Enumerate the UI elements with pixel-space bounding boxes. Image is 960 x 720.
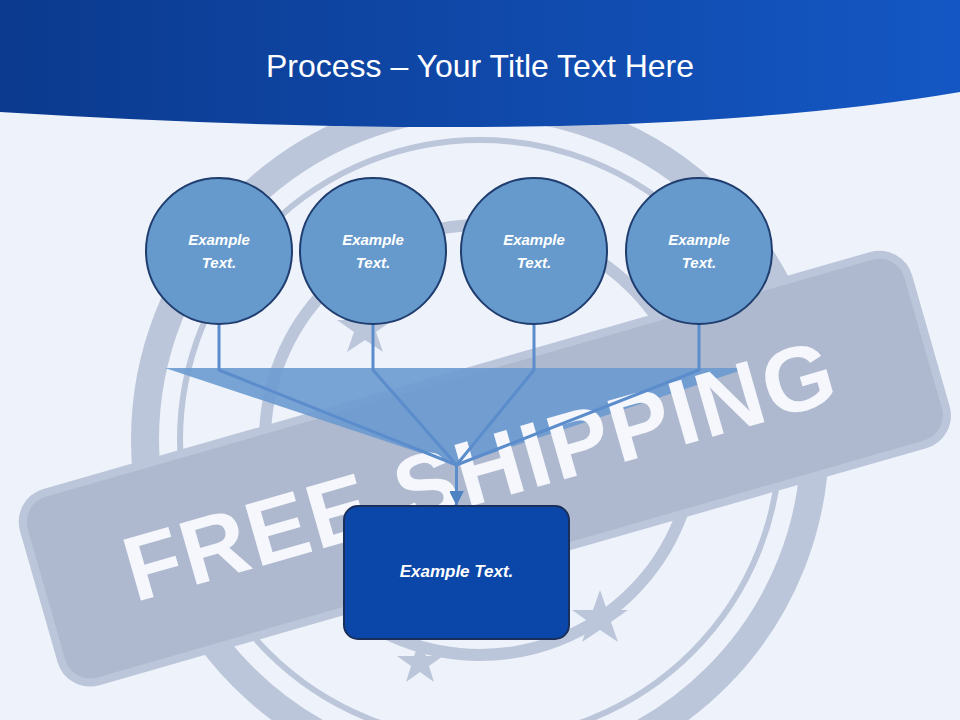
header-band bbox=[0, 0, 960, 127]
process-circle: Example Text. bbox=[299, 177, 447, 325]
node-content: Example Text. bbox=[343, 505, 570, 640]
circle-shape bbox=[300, 178, 446, 324]
node-label: Example Text. bbox=[658, 228, 740, 275]
free-shipping-stamp bbox=[16, 105, 954, 720]
node-label: Example Text. bbox=[400, 559, 514, 585]
node-label: Example Text. bbox=[493, 228, 575, 275]
merge-connector bbox=[457, 325, 700, 505]
node-content: Example Text. bbox=[299, 177, 447, 325]
circle-shape bbox=[461, 178, 607, 324]
box-shape bbox=[344, 506, 569, 639]
title-bar: Process – Your Title Text Here bbox=[0, 48, 960, 85]
node-label: Example Text. bbox=[332, 228, 414, 275]
process-circle: Example Text. bbox=[145, 177, 293, 325]
circle-outline bbox=[625, 177, 773, 325]
process-circle: Example Text. bbox=[625, 177, 773, 325]
node-label: Example Text. bbox=[178, 228, 260, 275]
slide-title: Process – Your Title Text Here bbox=[266, 48, 694, 84]
node-content: Example Text. bbox=[460, 177, 608, 325]
result-box: Example Text. bbox=[343, 505, 570, 640]
merge-connector bbox=[373, 325, 457, 505]
node-content: Example Text. bbox=[625, 177, 773, 325]
process-circle: Example Text. bbox=[460, 177, 608, 325]
circle-outline bbox=[145, 177, 293, 325]
merge-connector bbox=[457, 325, 535, 505]
merge-connector bbox=[219, 325, 457, 505]
circle-shape bbox=[626, 178, 772, 324]
circle-outline bbox=[460, 177, 608, 325]
node-content: Example Text. bbox=[145, 177, 293, 325]
circle-outline bbox=[299, 177, 447, 325]
circle-shape bbox=[146, 178, 292, 324]
